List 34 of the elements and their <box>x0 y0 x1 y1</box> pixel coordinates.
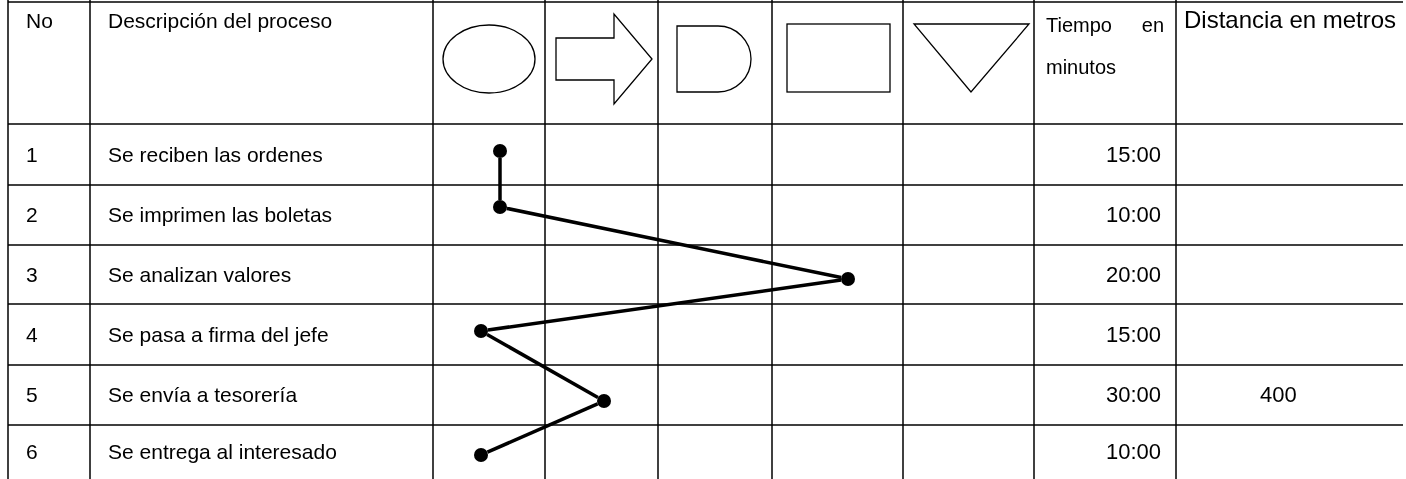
dot-marker <box>493 144 507 158</box>
table-cell-text: 1 <box>26 141 38 168</box>
table-cell-text: 15:00 <box>1106 321 1162 348</box>
table-cell-text: 10:00 <box>1106 439 1162 465</box>
table-cell-text: 3 <box>26 261 38 288</box>
flow-line <box>486 332 599 400</box>
table-cell-text: 20:00 <box>1106 261 1162 288</box>
flow-line <box>506 206 842 280</box>
table-cell-text: Se entrega al interesado <box>108 439 337 465</box>
dot-marker <box>474 448 488 462</box>
table-cell-text: 15:00 <box>1106 141 1162 168</box>
table-cell-text: 4 <box>26 321 38 348</box>
table-cell-text: 30:00 <box>1106 382 1162 408</box>
dot-marker <box>841 272 855 286</box>
dot-marker <box>597 394 611 408</box>
dot-marker <box>493 200 507 214</box>
table-cell-text: 10:00 <box>1106 202 1162 228</box>
table-cell-text: 5 <box>26 382 38 408</box>
column-header: Distancia en metros <box>1184 5 1397 35</box>
table-cell-text: Se envía a tesorería <box>108 382 298 408</box>
table-cell-text: Se pasa a firma del jefe <box>108 321 329 348</box>
flow-line <box>487 278 842 332</box>
dot-marker <box>474 324 488 338</box>
table-cell-text: Se analizan valores <box>108 261 292 288</box>
table-cell-text: Se imprimen las boletas <box>108 202 333 228</box>
flow-line <box>498 158 502 200</box>
table-cell-text: Se reciben las ordenes <box>108 141 323 168</box>
column-header: Tiempo en minutos <box>1046 13 1164 80</box>
table-cell-text: 400 <box>1260 382 1297 408</box>
flow-line <box>486 402 599 454</box>
table-cell-text: 6 <box>26 439 38 465</box>
column-header: Descripción del proceso <box>108 8 333 34</box>
table-cell-text: 2 <box>26 202 38 228</box>
column-header: No <box>26 8 53 34</box>
